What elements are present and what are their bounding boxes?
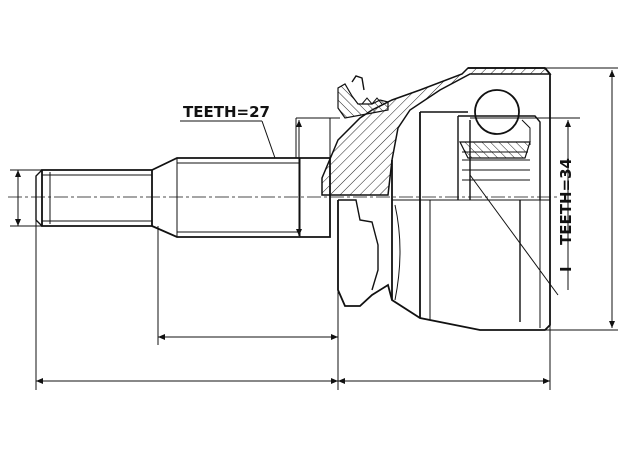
leader-teeth-outer-diag bbox=[261, 120, 276, 159]
cup-section bbox=[321, 67, 552, 196]
dimension-lines bbox=[10, 70, 615, 384]
outer-housing bbox=[337, 67, 551, 331]
teeth-inner-label: TEETH=34 bbox=[557, 158, 575, 245]
extension-lines bbox=[35, 67, 618, 390]
leader-teeth-inner bbox=[469, 174, 559, 296]
threaded-stub bbox=[35, 169, 153, 227]
section-mark-label: I bbox=[557, 266, 575, 272]
splined-shaft bbox=[151, 157, 331, 238]
teeth-outer-label: TEETH=27 bbox=[183, 103, 270, 121]
inner-race-ball bbox=[457, 89, 541, 200]
